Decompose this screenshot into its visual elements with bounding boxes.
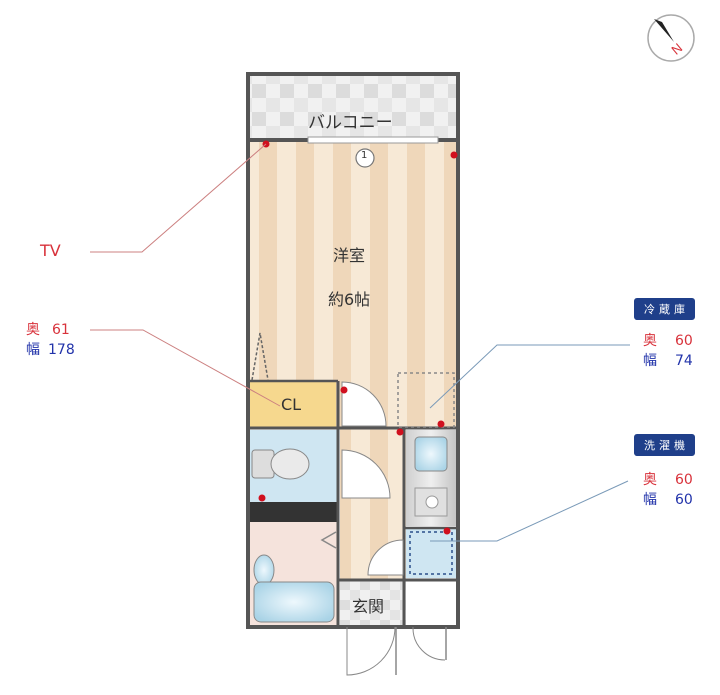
entrance-label: 玄関 <box>352 597 385 616</box>
depth-key: 奥 <box>643 333 657 349</box>
window-marker-label: 1 <box>361 150 368 161</box>
entrance <box>340 580 406 627</box>
wall-band <box>248 502 338 522</box>
closet-callout-line <box>90 329 281 407</box>
closet-dimensions: 奥 61 幅 178 <box>26 320 75 360</box>
toilet-icon <box>251 448 310 480</box>
fridge-callout-line <box>429 344 630 409</box>
width-value: 74 <box>675 353 693 369</box>
closet-label: CL <box>281 395 302 414</box>
washer-dimensions: 奥 60 幅 60 <box>643 470 693 510</box>
compass-icon: N <box>647 14 695 62</box>
width-key: 幅 <box>643 492 657 508</box>
washer-tag: 洗濯機 <box>634 434 695 456</box>
washer-space <box>406 528 456 578</box>
western-room-label: 洋室 <box>333 246 366 265</box>
kitchen-sink-icon <box>414 436 448 472</box>
fridge-tag: 冷蔵庫 <box>634 298 695 320</box>
fridge-dimensions: 奥 60 幅 74 <box>643 331 693 371</box>
depth-value: 60 <box>675 472 693 488</box>
window-marker <box>355 148 375 168</box>
sink-icon <box>253 554 275 586</box>
width-value: 60 <box>675 492 693 508</box>
shoe-storage <box>406 580 456 627</box>
tv-callout-line <box>90 143 267 253</box>
tv-label: TV <box>40 241 61 260</box>
western-room-size: 約6帖 <box>328 290 371 309</box>
outlet-dots <box>258 140 458 535</box>
depth-value: 61 <box>52 322 70 338</box>
balcony-label: バルコニー <box>308 113 393 133</box>
width-key: 幅 <box>26 342 40 358</box>
washer-callout-line <box>430 480 629 542</box>
closet <box>248 381 336 427</box>
depth-key: 奥 <box>26 322 40 338</box>
depth-value: 60 <box>675 333 693 349</box>
balcony <box>248 74 458 140</box>
bathtub-icon <box>253 581 335 623</box>
fridge-space <box>397 372 455 428</box>
depth-key: 奥 <box>643 472 657 488</box>
width-key: 幅 <box>643 353 657 369</box>
width-value: 178 <box>48 342 75 358</box>
